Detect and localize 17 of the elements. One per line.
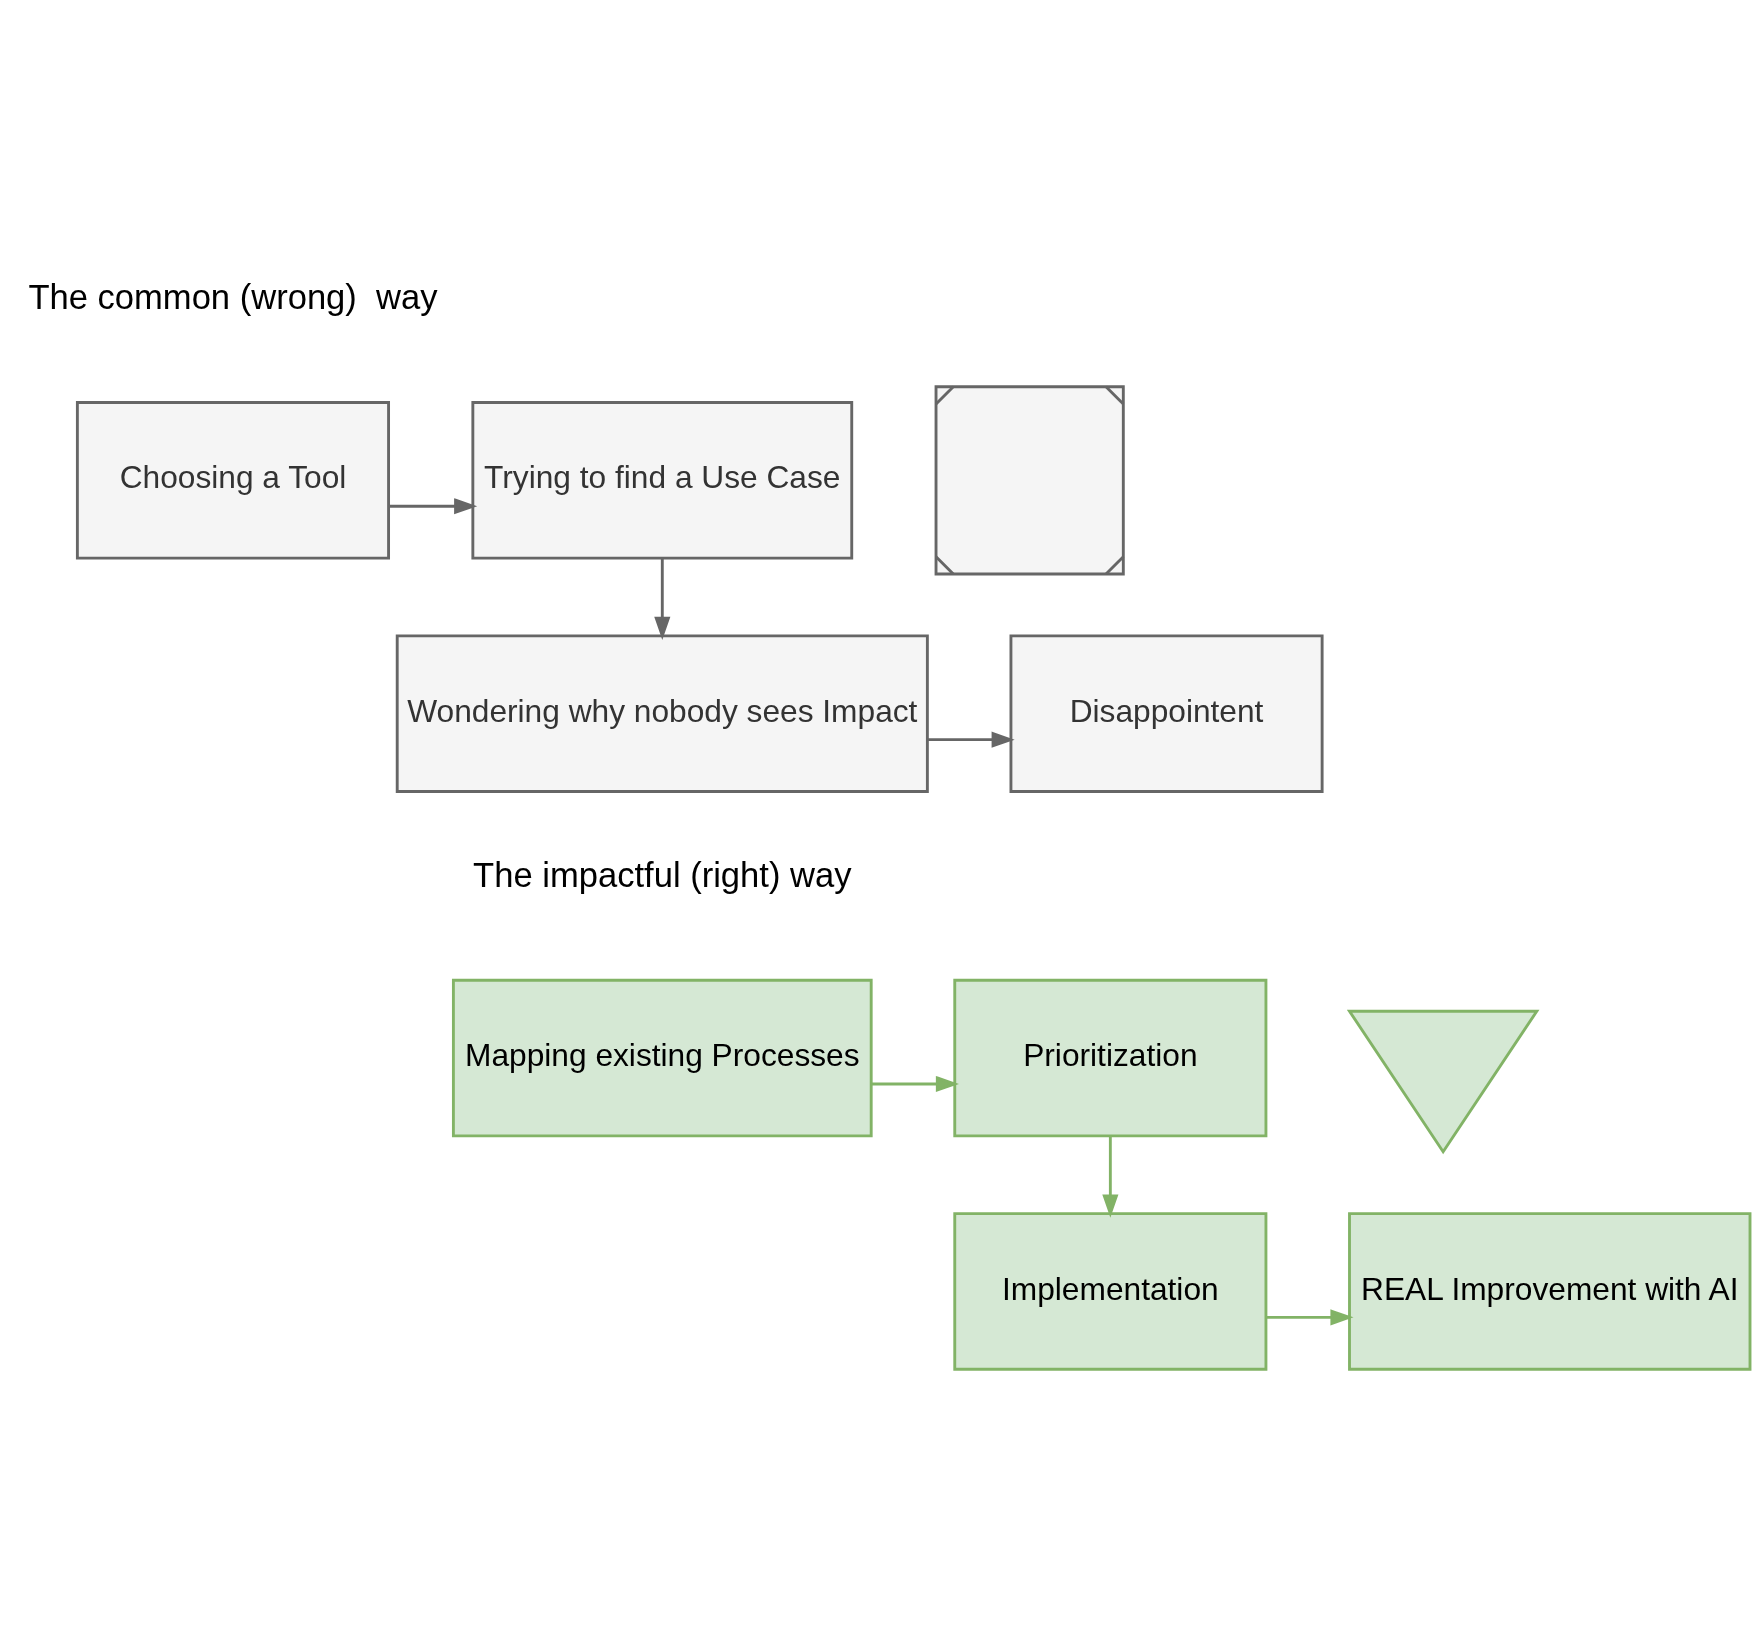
- node-checkmark: [1346, 1009, 1540, 1154]
- arrow: [1102, 1135, 1119, 1218]
- node-box: Disappointent: [1009, 634, 1324, 793]
- node-box: Mapping existing Processes: [451, 978, 873, 1137]
- node-box: Wondering why nobody sees Impact: [395, 634, 929, 793]
- label: The impactful (right) way: [473, 855, 852, 894]
- arrow: [927, 731, 1015, 748]
- arrow: [388, 497, 478, 514]
- arrow: [654, 558, 671, 640]
- node-box: Prioritization: [953, 978, 1268, 1137]
- node-box: REAL Improvement with AI: [1348, 1211, 1752, 1371]
- arrow: [1266, 1308, 1354, 1325]
- node-box: Implementation: [953, 1211, 1268, 1371]
- label: The common (wrong) way: [28, 277, 438, 316]
- node-box: Choosing a Tool: [75, 400, 390, 560]
- arrow: [871, 1075, 959, 1092]
- node-box: Trying to find a Use Case: [471, 400, 854, 560]
